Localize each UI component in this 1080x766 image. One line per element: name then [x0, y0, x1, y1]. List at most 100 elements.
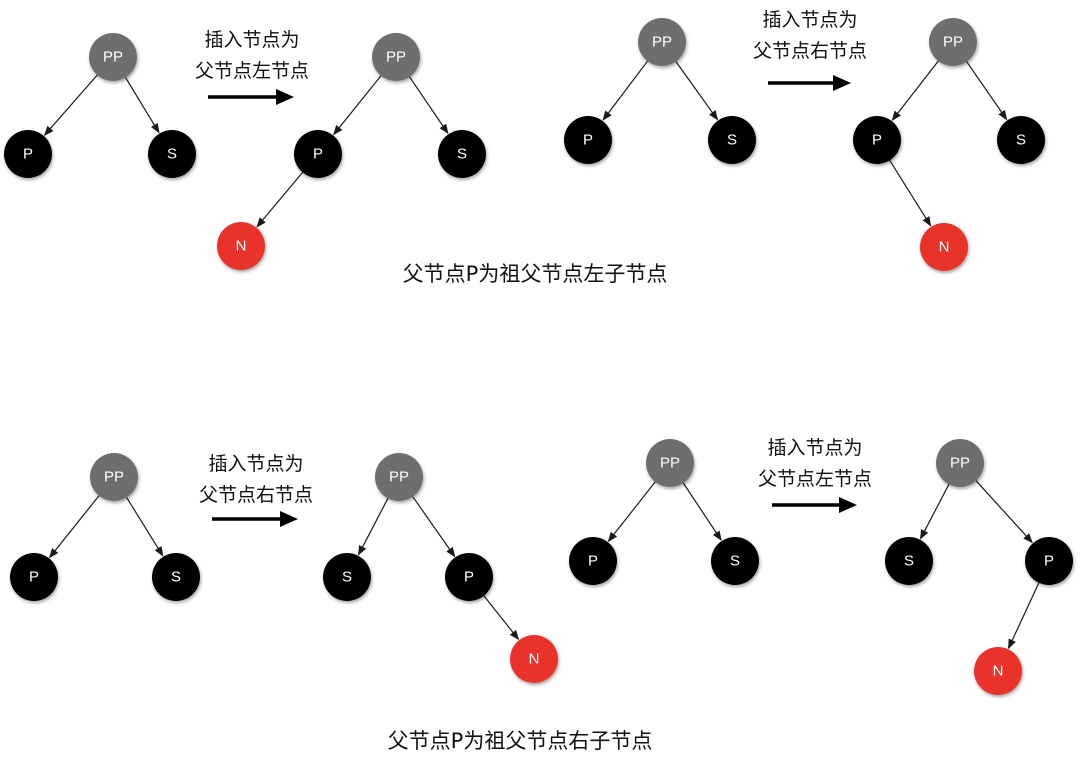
tree-edge — [43, 74, 98, 136]
node-circle — [920, 223, 968, 271]
tree-node-new: N — [920, 223, 968, 271]
tree-node-grandparent: PP — [646, 439, 694, 487]
tree-node-uncle: S — [152, 553, 200, 601]
node-circle — [564, 116, 612, 164]
tree-node-parent: P — [294, 130, 342, 178]
node-circle — [152, 553, 200, 601]
tree-edge — [357, 498, 389, 556]
tree-edge — [891, 60, 939, 121]
tree-edge — [682, 482, 722, 542]
tree-node-new: N — [974, 647, 1022, 695]
tree-edge — [126, 497, 164, 557]
node-label: N — [939, 239, 950, 256]
node-label: S — [727, 132, 737, 149]
tree-node-uncle: S — [711, 537, 759, 585]
tree-node-uncle: S — [438, 130, 486, 178]
node-circle — [148, 130, 196, 178]
op-label-line2: 父节点右节点 — [753, 40, 867, 62]
node-label: S — [342, 569, 352, 586]
transition-arrow-head — [833, 75, 851, 91]
node-circle — [294, 130, 342, 178]
tree-node-parent: P — [564, 116, 612, 164]
transition-arrow — [772, 497, 857, 513]
section-caption: 父节点P为祖父节点左子节点 — [403, 262, 668, 286]
op-label-line1: 插入节点为 — [208, 453, 303, 475]
tree-edge — [919, 484, 950, 540]
section-caption: 父节点P为祖父节点右子节点 — [388, 729, 653, 753]
node-label: PP — [386, 49, 406, 66]
tree-edge — [1007, 582, 1040, 650]
node-label: S — [167, 146, 177, 163]
transition-arrow-head — [839, 497, 857, 513]
node-label: N — [529, 651, 540, 668]
tree-node-grandparent: PP — [936, 439, 984, 487]
node-circle — [4, 130, 52, 178]
node-circle — [711, 537, 759, 585]
tree-node-parent: P — [569, 537, 617, 585]
node-circle — [375, 453, 423, 501]
node-circle — [638, 18, 686, 66]
node-label: S — [730, 553, 740, 570]
tree-edge — [409, 76, 449, 135]
transition-arrow-head — [280, 511, 298, 527]
op-label-line1: 插入节点为 — [767, 437, 862, 459]
op-label-line2: 父节点左节点 — [195, 60, 309, 82]
tree-node-uncle: S — [708, 116, 756, 164]
node-circle — [90, 453, 138, 501]
node-label: PP — [652, 34, 672, 51]
node-circle — [708, 116, 756, 164]
tree-edge — [975, 480, 1033, 544]
tree-edge — [256, 172, 304, 228]
tree-node-uncle: S — [997, 116, 1045, 164]
node-circle — [885, 537, 933, 585]
node-circle — [974, 647, 1022, 695]
node-label: P — [29, 569, 39, 586]
transition-arrows-layer — [208, 75, 857, 527]
transition-arrow-head — [276, 89, 294, 105]
node-circle — [445, 553, 493, 601]
op-label-line1: 插入节点为 — [762, 9, 857, 31]
node-label: S — [904, 553, 914, 570]
tree-edge — [602, 60, 648, 121]
tree-node-parent: P — [853, 116, 901, 164]
tree-edge — [966, 61, 1008, 121]
tree-node-uncle: S — [148, 130, 196, 178]
tree-edge — [48, 495, 100, 559]
node-circle — [936, 439, 984, 487]
node-circle — [510, 635, 558, 683]
transition-arrow — [212, 511, 298, 527]
node-circle — [10, 553, 58, 601]
tree-node-uncle: S — [323, 553, 371, 601]
node-label: P — [23, 146, 33, 163]
node-label: S — [457, 146, 467, 163]
tree-node-grandparent: PP — [375, 453, 423, 501]
node-label: PP — [103, 49, 123, 66]
node-circle — [372, 33, 420, 81]
tree-node-parent: P — [1025, 537, 1073, 585]
op-label-line2: 父节点右节点 — [199, 484, 313, 506]
node-label: PP — [950, 455, 970, 472]
node-label: P — [464, 569, 474, 586]
node-circle — [1025, 537, 1073, 585]
tree-edge — [483, 595, 520, 641]
node-circle — [217, 222, 265, 270]
tree-node-new: N — [217, 222, 265, 270]
section-left-child-labels: 插入节点为 父节点左节点 插入节点为 父节点右节点 父节点P为祖父节点左子节点 — [195, 9, 867, 286]
section-right-child-labels: 插入节点为 父节点右节点 插入节点为 父节点左节点 父节点P为祖父节点右子节点 — [199, 437, 872, 753]
node-label: P — [583, 132, 593, 149]
tree-node-parent: P — [4, 130, 52, 178]
node-circle — [853, 116, 901, 164]
tree-node-grandparent: PP — [89, 33, 137, 81]
tree-node-grandparent: PP — [372, 33, 420, 81]
node-label: P — [588, 553, 598, 570]
node-label: N — [993, 663, 1004, 680]
op-label-line1: 插入节点为 — [204, 29, 299, 51]
tree-edge — [607, 481, 656, 543]
node-label: N — [236, 238, 247, 255]
transition-arrow — [208, 89, 294, 105]
tree-edge — [675, 61, 719, 121]
node-circle — [89, 33, 137, 81]
node-label: S — [171, 569, 181, 586]
